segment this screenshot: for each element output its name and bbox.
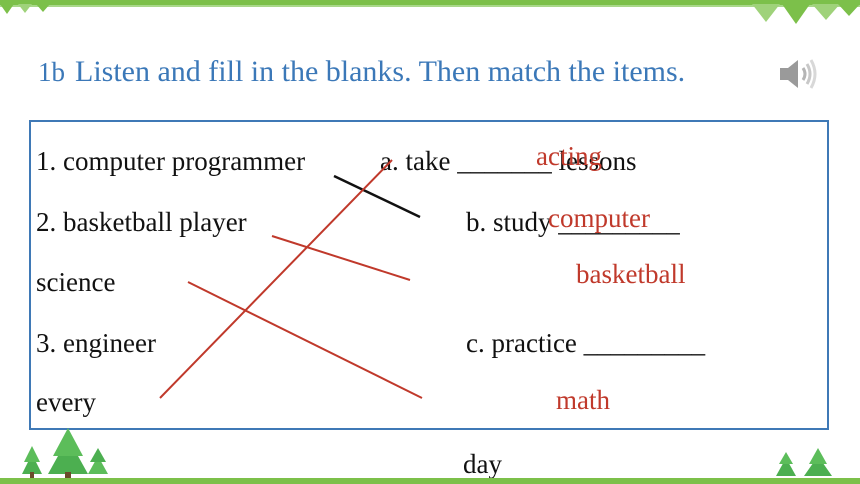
item-basketball-player: 2. basketball player <box>36 207 247 237</box>
pine-trees-left-icon <box>22 428 108 479</box>
match-line-programmer-to-c <box>187 281 423 399</box>
item-computer-programmer: 1. computer programmer <box>36 146 306 176</box>
match-line-engineer-to-b <box>159 159 393 399</box>
match-line-black <box>333 174 421 219</box>
answer-math: math <box>556 385 610 415</box>
top-accent-stripe <box>0 5 860 7</box>
leaf-decoration-left-icon <box>0 4 50 14</box>
top-accent-bar <box>0 0 860 5</box>
option-a-take-lessons: a. take _______ lessons <box>380 146 637 176</box>
section-number: 1b <box>38 57 65 87</box>
answer-computer: computer <box>548 203 650 233</box>
instruction-text: Listen and fill in the blanks. Then matc… <box>75 55 686 88</box>
option-c-wrap-day: day <box>463 449 502 479</box>
bottom-accent-bar <box>0 478 860 484</box>
item-wrap-science: science <box>36 267 116 297</box>
leaf-decoration-right-icon <box>752 4 860 24</box>
match-line-basketball-to-a <box>271 235 411 281</box>
item-engineer: 3. engineer <box>36 328 156 358</box>
instruction-heading: 1b Listen and fill in the blanks. Then ma… <box>38 55 685 95</box>
answer-acting: acting <box>536 141 602 171</box>
answer-basketball: basketball <box>576 259 686 289</box>
item-wrap-every: every <box>36 387 96 417</box>
speaker-icon[interactable] <box>776 56 818 92</box>
exercise-box <box>29 120 829 430</box>
option-c-practice: c. practice _________ <box>466 328 706 358</box>
option-b-study: b. study _________ <box>466 207 680 237</box>
pine-trees-right-icon <box>776 448 832 476</box>
